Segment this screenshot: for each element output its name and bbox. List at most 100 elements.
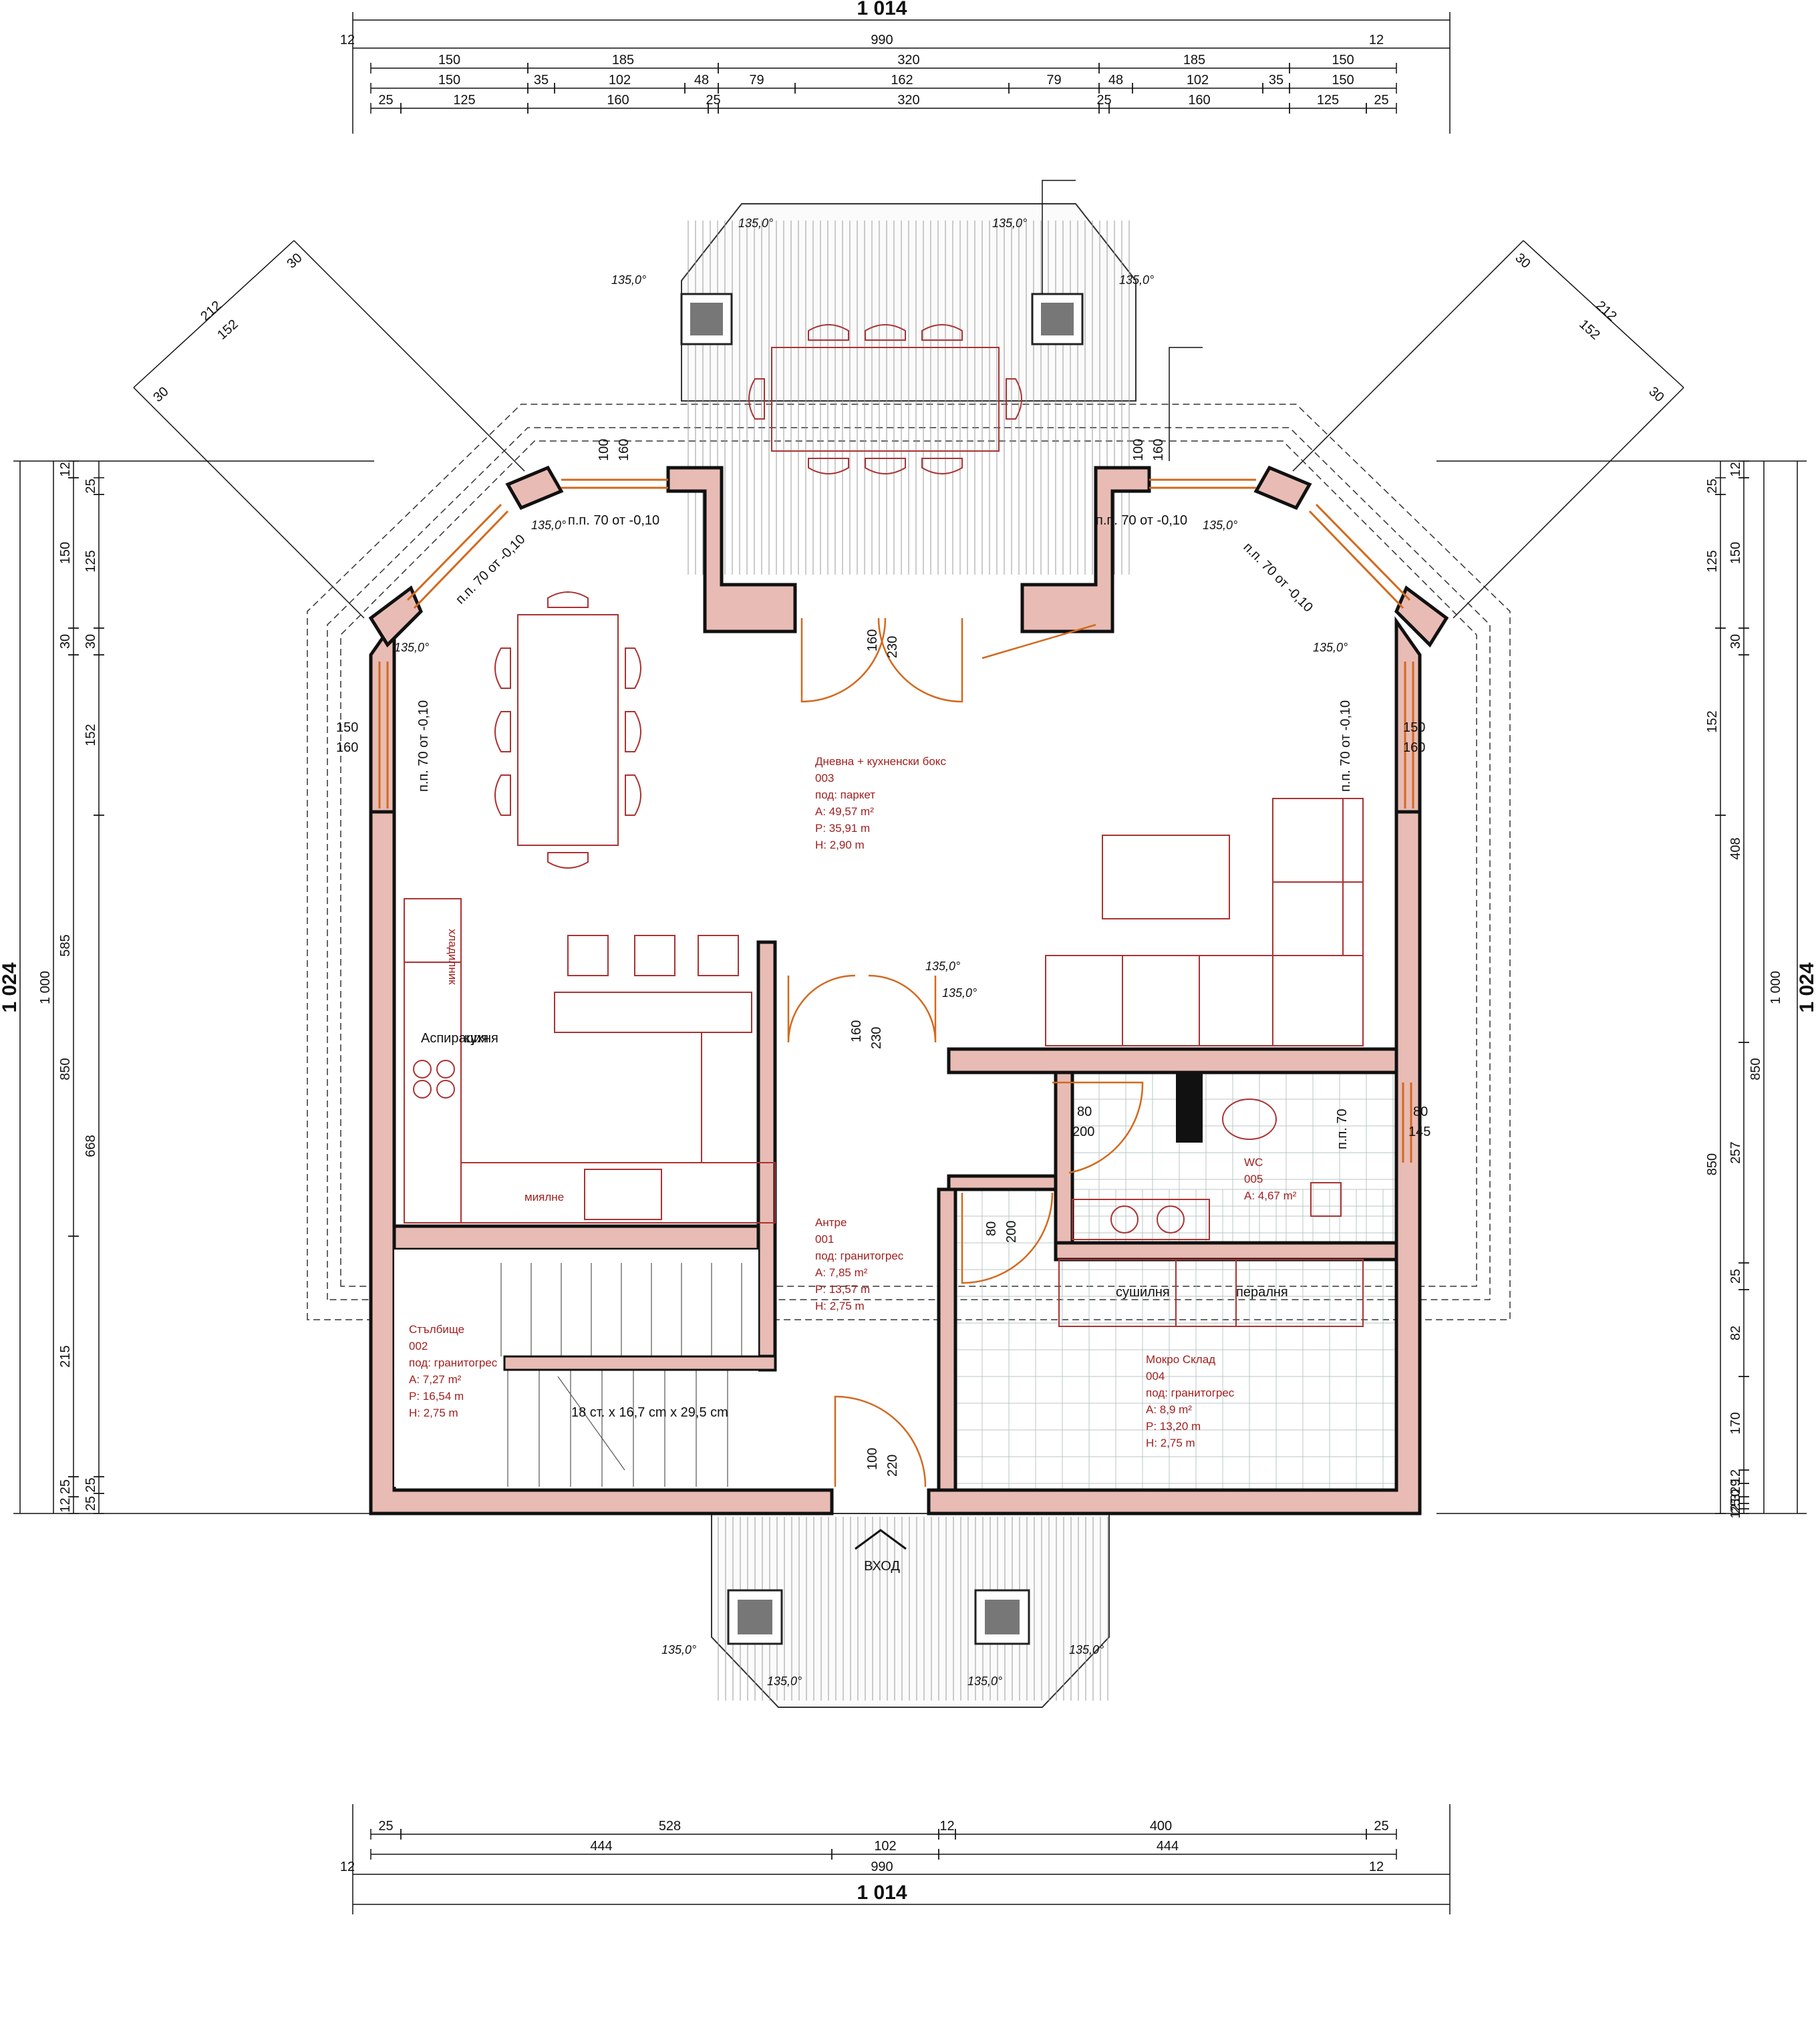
win-left-150: 150 [336, 720, 358, 735]
dim-top-row2-8: 102 [1187, 73, 1209, 88]
dim-top-row1-2: 320 [897, 53, 919, 67]
fridge-label: хладилник [446, 929, 459, 985]
angle-5: 135,0° [925, 960, 960, 973]
dim-bot-row1-2: 12 [939, 1819, 954, 1834]
angle-terrace-2: 135,0° [992, 216, 1027, 230]
dim-top-row2-9: 35 [1269, 73, 1283, 88]
dim-top-row1-1: 185 [612, 53, 634, 67]
dim-12-top-right: 12 [1369, 33, 1384, 47]
angle-porch-1: 135,0° [661, 1643, 696, 1656]
dim-right-inner-2: 152 [1705, 710, 1720, 732]
dim-left-outer-2: 30 [58, 634, 73, 649]
win-back-l-100: 100 [597, 439, 611, 461]
dim-bot-row2-2: 444 [1157, 1839, 1179, 1854]
dim-right-outer-3: 408 [1728, 837, 1743, 859]
diag-212-right: 212 [1593, 298, 1620, 324]
dim-top-row1-0: 150 [438, 53, 460, 67]
furniture: хладилник Аспирация кухня миялне сушилня… [404, 591, 1364, 1327]
room-hall-area: A: 7,85 m² [815, 1266, 868, 1279]
hood-label: Аспирация [421, 1031, 488, 1046]
dim-top-row2-4: 79 [749, 73, 764, 88]
dim-height-left: 1 024 [0, 962, 21, 1012]
angle-1: 135,0° [531, 519, 566, 532]
door-store-w: 80 [984, 1221, 999, 1236]
dim-850-right: 850 [1749, 1058, 1763, 1080]
dim-right-outer-7: 170 [1728, 1412, 1743, 1434]
dim-top-row3-0: 25 [378, 93, 393, 108]
room-labels: Дневна + кухненски бокс 003 под: паркет … [409, 755, 1297, 1449]
room-hall-perim: P: 13,57 m [815, 1283, 870, 1296]
right-dimensions: 1 024 1 000 850 121503040825725821701232… [1436, 460, 1818, 1519]
dim-top-row2-0: 150 [438, 73, 460, 88]
dim-left-inner-6: 25 [84, 1496, 98, 1511]
dim-right-outer-10: 210 [1728, 1489, 1743, 1511]
angle-3: 135,0° [394, 641, 429, 654]
win-back-l-160: 160 [617, 439, 631, 461]
diag-152-right: 152 [1576, 317, 1603, 343]
dim-top-row3-1: 125 [453, 93, 475, 108]
dim-top-row3-7: 125 [1317, 93, 1339, 108]
room-hall-name: Антре [815, 1216, 847, 1229]
dim-left-inner-5: 25 [84, 1477, 98, 1492]
win-left-160: 160 [336, 740, 358, 755]
dim-top-row3-3: 25 [706, 93, 720, 108]
dim-right-outer-1: 150 [1728, 542, 1743, 564]
dim-top-row2-2: 102 [609, 73, 631, 88]
dim-1000-left: 1 000 [38, 971, 53, 1004]
sink-label: миялне [524, 1191, 564, 1203]
dim-right-inner-0: 25 [1705, 478, 1720, 493]
diag-30-right-b: 30 [1512, 251, 1533, 271]
dim-990-top: 990 [871, 33, 893, 47]
sill-left: п.п. 70 от -0,10 [416, 700, 431, 792]
dim-990-bottom: 990 [871, 1860, 893, 1874]
dim-left-inner-3: 152 [84, 724, 98, 746]
room-store-name: Мокро Склад [1146, 1353, 1215, 1366]
stairs: 18 ст. x 16,7 cm x 29,5 cm [394, 1250, 776, 1487]
dim-right-outer-12: 12 [1728, 1503, 1743, 1518]
sill-right: п.п. 70 от -0,10 [1338, 700, 1353, 792]
room-hall-height: H: 2,75 m [815, 1300, 865, 1312]
room-living-name: Дневна + кухненски бокс [815, 755, 946, 768]
door-entry-h: 220 [885, 1455, 900, 1477]
room-store-floor: под: гранитогрес [1146, 1387, 1235, 1399]
sill-back-right: п.п. 70 от -0,10 [1096, 513, 1187, 528]
diag-30-left-b: 30 [284, 251, 305, 271]
dim-top-row2-3: 48 [694, 73, 709, 88]
dim-right-inner-3: 850 [1705, 1153, 1720, 1175]
win-wc-w: 80 [1413, 1105, 1428, 1119]
angle-2: 135,0° [1203, 519, 1237, 532]
dim-top-row2-6: 79 [1046, 73, 1061, 88]
dim-bot-row1-1: 528 [659, 1819, 681, 1834]
dim-bot-row2-1: 102 [874, 1839, 896, 1854]
door-hall-w: 160 [849, 1020, 864, 1042]
win-back-r-100: 100 [1131, 439, 1146, 461]
dim-top-row2-10: 150 [1332, 73, 1354, 88]
dim-bot-row1-3: 400 [1150, 1819, 1172, 1834]
door-main-h: 230 [885, 636, 900, 658]
kitchen-label: кухня [464, 1031, 498, 1046]
dim-left-outer-4: 215 [58, 1345, 73, 1367]
doors [787, 617, 1144, 1487]
room-wc-num: 005 [1244, 1173, 1263, 1185]
dim-left-inner-0: 25 [84, 478, 98, 493]
dim-top-row1-3: 185 [1183, 53, 1205, 67]
angle-porch-3: 135,0° [767, 1675, 802, 1688]
sill-back-left: п.п. 70 от -0,10 [568, 513, 659, 528]
room-wc-area: A: 4,67 m² [1244, 1189, 1297, 1202]
angle-porch-4: 135,0° [967, 1675, 1002, 1688]
angle-6: 135,0° [942, 986, 977, 1000]
door-hall-h: 230 [869, 1027, 884, 1049]
room-living-floor: под: паркет [815, 788, 875, 801]
dim-top-row3-4: 320 [897, 93, 919, 108]
room-store-num: 004 [1146, 1370, 1165, 1383]
room-hall-num: 001 [815, 1233, 834, 1246]
room-stair-height: H: 2,75 m [409, 1407, 458, 1419]
dim-right-outer-2: 30 [1728, 634, 1743, 649]
dim-left-inner-1: 125 [84, 550, 98, 572]
dim-bot-row1-4: 25 [1374, 1819, 1388, 1834]
dim-850-left: 850 [58, 1058, 73, 1080]
dim-bot-row2-0: 444 [590, 1839, 612, 1854]
